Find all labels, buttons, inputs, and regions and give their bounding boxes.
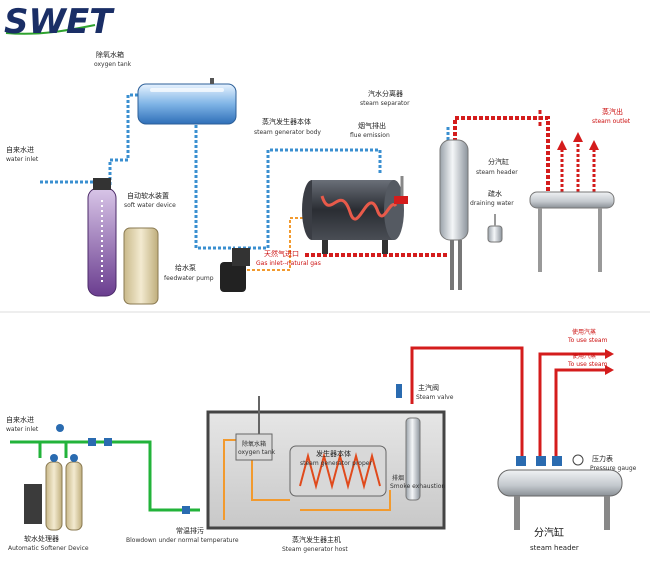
gas-pipe — [240, 217, 318, 271]
top-feedwater-pump — [220, 248, 250, 292]
label-softener-en: Automatic Softener Device — [8, 545, 89, 552]
label-main-valve-en: Steam valve — [416, 394, 454, 401]
logo-swoosh — [5, 24, 96, 35]
bottom-steam-pipes — [410, 346, 608, 460]
label-b-gen-body-cn: 发生器本体 — [316, 449, 351, 458]
bottom-feed-valves — [56, 424, 190, 514]
label-use-steam-2-cn: 使用汽蒸 — [572, 352, 596, 360]
label-smoke-cn: 排烟 — [392, 474, 404, 482]
top-water-pipes — [40, 93, 450, 250]
label-flue-cn: 烟气排出 — [358, 121, 386, 130]
label-gen-body-cn: 蒸汽发生器本体 — [262, 117, 311, 126]
label-feed-pump-cn: 给水泵 — [175, 263, 196, 272]
label-b-water-inlet-en: water inlet — [6, 426, 39, 433]
label-header-en: steam header — [476, 169, 518, 176]
top-oxygen-tank — [137, 78, 237, 125]
bottom-steam-header — [497, 454, 623, 530]
label-b-gen-body-en: steam generator proper — [300, 460, 372, 467]
top-drain-trap — [487, 214, 503, 243]
bottom-internal-pipes — [223, 439, 391, 520]
steam-outlet-arrowheads — [557, 132, 599, 150]
label-soft-water-en: soft water device — [124, 202, 176, 209]
label-smoke-en: Smoke exhaustion — [390, 483, 445, 490]
label-main-valve-cn: 主汽阀 — [418, 383, 439, 392]
label-gas-inlet-en: Gas inlet--natural gas — [256, 260, 321, 267]
label-flue-en: flue emission — [350, 132, 390, 139]
steam-outlet-arrows — [560, 140, 596, 192]
label-use-steam-2-en: To use steam — [567, 361, 608, 368]
label-water-inlet-en: water inlet — [6, 156, 39, 163]
top-soft-water-device — [87, 178, 159, 305]
label-softener-cn: 软水处理器 — [24, 534, 59, 543]
bottom-oxygen-tank — [235, 396, 273, 461]
label-b-header-en: steam header — [530, 544, 579, 552]
bottom-diagram: 自来水进 water inlet 软水处理器 Automatic Softene… — [6, 328, 637, 553]
swet-logo: SWET — [4, 2, 115, 42]
label-blowdown-en: Blowdown under normal temperature — [126, 537, 239, 544]
top-diagram: 自来水进 water inlet 除氧水箱 oxygen tank 自动软水装置… — [6, 50, 631, 305]
label-gauge-cn: 压力表 — [592, 454, 613, 463]
top-steam-pipes — [305, 110, 550, 257]
label-blowdown-cn: 常温排污 — [176, 526, 204, 535]
label-gauge-en: Pressure gauge — [590, 465, 637, 472]
bottom-softener — [24, 454, 83, 531]
label-drain-en: draining water — [470, 200, 514, 207]
label-host-en: Steam generator host — [282, 546, 348, 553]
top-steam-generator — [302, 176, 408, 254]
label-gen-body-en: steam generator body — [254, 129, 321, 136]
label-b-oxygen-tank-en: oxygen tank — [238, 449, 276, 456]
label-separator-cn: 汽水分离器 — [368, 89, 403, 98]
label-b-water-inlet-cn: 自来水进 — [6, 415, 34, 424]
bottom-steam-arrowheads — [605, 349, 614, 375]
label-feed-pump-en: feedwater pump — [164, 275, 214, 282]
label-water-inlet-cn: 自来水进 — [6, 145, 34, 154]
label-use-steam-1-cn: 使用汽蒸 — [572, 328, 596, 336]
label-gas-inlet-cn: 天然气进口 — [264, 249, 299, 258]
label-oxygen-tank-cn: 除氧水箱 — [96, 50, 124, 59]
label-b-header-cn: 分汽缸 — [534, 526, 564, 539]
label-steam-out-cn: 蒸汽出 — [602, 107, 623, 116]
label-b-oxygen-tank-cn: 除氧水箱 — [242, 440, 266, 448]
bottom-separator — [396, 384, 421, 501]
label-header-cn: 分汽缸 — [488, 157, 509, 166]
label-drain-cn: 疏水 — [488, 189, 502, 198]
label-oxygen-tank-en: oxygen tank — [94, 61, 132, 68]
top-steam-separator — [439, 139, 469, 290]
label-separator-en: steam separator — [360, 100, 410, 107]
top-steam-header — [529, 191, 615, 272]
label-steam-out-en: steam outlet — [592, 118, 631, 125]
label-use-steam-1-en: To use steam — [567, 337, 608, 344]
label-host-cn: 蒸汽发生器主机 — [292, 535, 341, 544]
bottom-feed-pipes — [10, 440, 200, 512]
label-soft-water-cn: 自动软水装置 — [127, 191, 169, 200]
logo-text: SWET — [4, 2, 115, 42]
bottom-generator — [289, 445, 387, 497]
